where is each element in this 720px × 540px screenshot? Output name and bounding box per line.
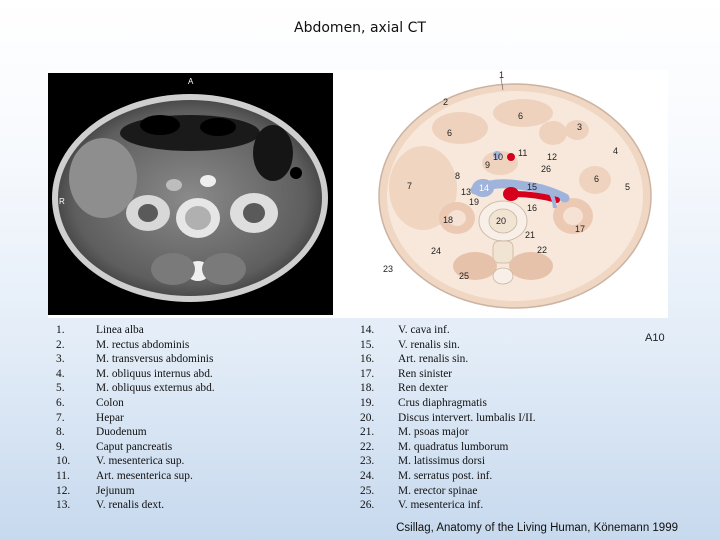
diagram-label-4: 4 [613,146,618,156]
diagram-label-26: 26 [541,164,551,174]
diagram-label-11: 11 [518,148,527,158]
diagram-label-12: 12 [547,152,557,162]
diagram-label-20: 20 [496,216,506,226]
legend-item: 2.M. rectus abdominis [56,338,190,351]
diagram-label-6a: 6 [447,128,452,138]
ct-scan-image: A R [48,73,333,315]
diagram-label-15: 15 [527,182,537,192]
legend-item: 21.M. psoas major [360,426,469,439]
diagram-label-2: 2 [443,97,448,107]
diagram-label-17: 17 [575,224,585,234]
diagram-label-6c: 6 [594,174,599,184]
diagram-label-23: 23 [383,264,393,274]
legend-item: 14.V. cava inf. [360,324,450,336]
legend-item: 22.M. quadratus lumborum [360,440,509,453]
diagram-label-16: 16 [527,203,537,213]
legend-item: 7.Hepar [56,411,124,424]
diagram-label-1: 1 [499,70,504,80]
legend-item: 16.Art. renalis sin. [360,353,469,366]
legend-item: 1.Linea alba [56,324,144,336]
diagram-label-13: 13 [461,187,471,197]
legend-item: 17.Ren sinister [360,367,453,380]
diagram-label-22: 22 [537,245,547,255]
diagram-label-10: 10 [493,152,503,162]
diagram-label-18: 18 [443,215,453,225]
legend-item: 25.M. erector spinae [360,484,478,497]
diagram-label-19: 19 [469,197,479,207]
legend-item: 6.Colon [56,396,124,409]
legend-item: 8.Duodenum [56,426,147,439]
diagram-label-14: 14 [479,183,489,193]
ct-orientation-anterior: A [188,77,194,86]
legend-left: 1.Linea alba 2.M. rectus abdominis 3.M. … [56,323,215,513]
legend-item: 23.M. latissimus dorsi [360,455,486,468]
legend-item: 20.Discus intervert. lumbalis I/II. [360,411,536,424]
legend-item: 26.V. mesenterica inf. [360,499,484,512]
diagram-label-5: 5 [625,182,630,192]
legend-item: 13.V. renalis dext. [56,499,165,512]
diagram-label-3: 3 [577,122,582,132]
page-title: Abdomen, axial CT [294,20,426,36]
ct-orientation-right: R [59,197,65,206]
legend-item: 4.M. obliquus internus abd. [56,367,213,380]
diagram-label-25: 25 [459,271,469,281]
legend-item: 3.M. transversus abdominis [56,353,214,366]
legend-item: 11.Art. mesenterica sup. [56,469,193,482]
diagram-label-6b: 6 [518,111,523,121]
diagram-label-9: 9 [485,160,490,170]
legend-item: 10.V. mesenterica sup. [56,455,185,468]
diagram-label-8: 8 [455,171,460,181]
legend-item: 15.V. renalis sin. [360,338,460,351]
legend-item: 24.M. serratus post. inf. [360,469,493,482]
legend-item: 19.Crus diaphragmatis [360,396,487,409]
legend-item: 9.Caput pancreatis [56,440,173,453]
diagram-label-7: 7 [407,181,412,191]
legend-right: 14.V. cava inf. 15.V. renalis sin. 16.Ar… [360,323,536,513]
legend-item: 12.Jejunum [56,484,135,497]
figure-code: A10 [645,332,665,344]
diagram-label-21: 21 [525,230,535,240]
source-credit: Csillag, Anatomy of the Living Human, Kö… [396,522,678,534]
anatomy-diagram: 1 2 3 4 5 6 6 6 7 8 9 10 11 12 13 14 15 … [378,70,652,309]
diagram-label-24: 24 [431,246,441,256]
legend-item: 5.M. obliquus externus abd. [56,382,215,395]
legend-item: 18.Ren dexter [360,382,448,395]
